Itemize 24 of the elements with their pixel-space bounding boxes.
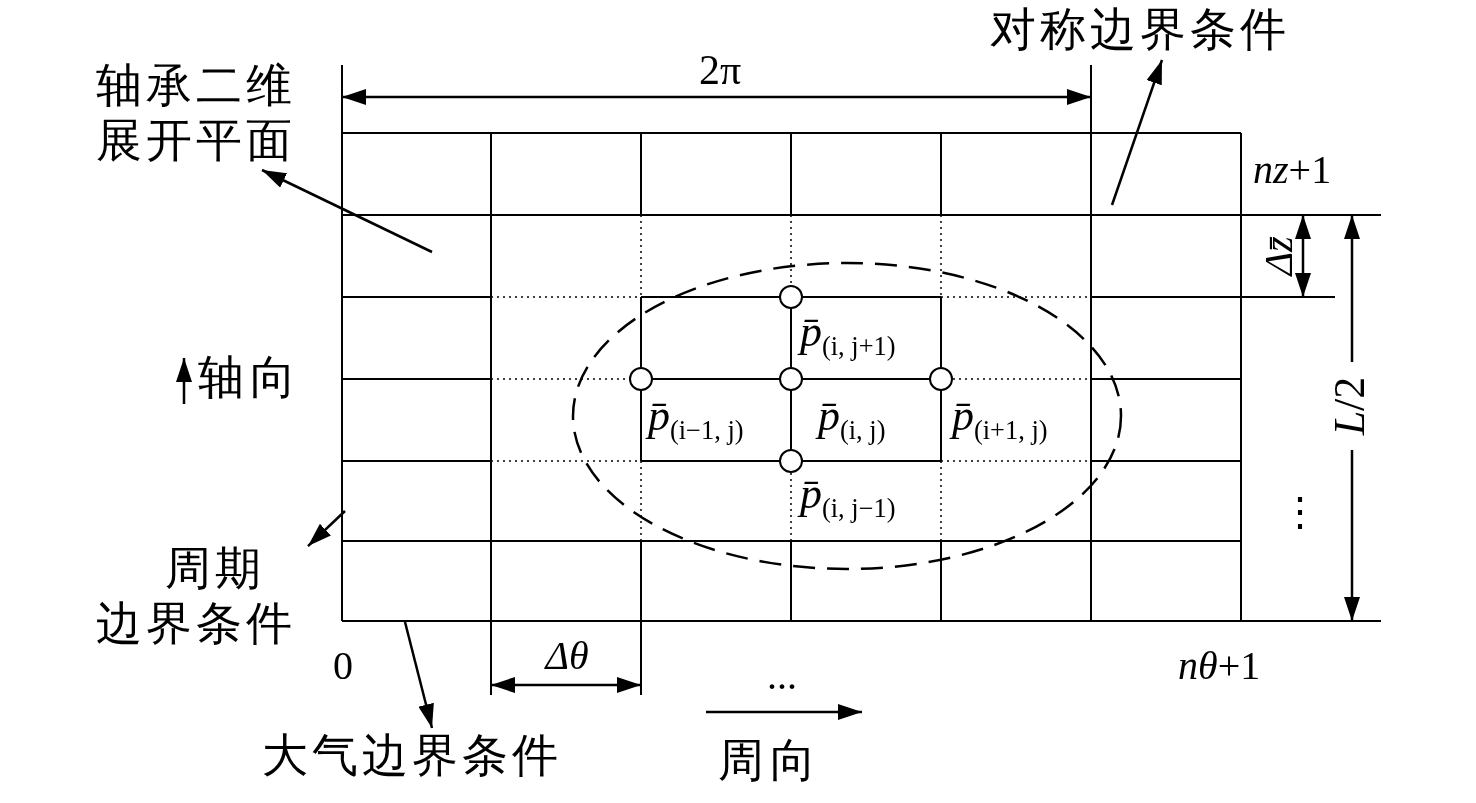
- annotation-text: 大气边界条件: [262, 728, 582, 786]
- leader-arrow: [307, 510, 346, 548]
- annotation-text: 周期边界条件: [96, 541, 308, 655]
- annotation-text: 轴承二维展开平面: [96, 58, 308, 170]
- axis-direction-label: 轴向: [198, 355, 302, 401]
- dimension-label: 2π: [698, 49, 742, 91]
- grid-node-circle: [929, 367, 953, 391]
- leader-arrow: [261, 168, 433, 254]
- leader-arrow: [1110, 59, 1164, 206]
- dimension-label: Δz̄: [1259, 236, 1299, 276]
- grid-node-circle: [629, 367, 653, 391]
- ellipsis-label: ⋮: [1280, 492, 1320, 532]
- dimension-label: L/2: [1328, 376, 1372, 436]
- grid-node-circle: [779, 449, 803, 473]
- grid-node-circle: [779, 285, 803, 309]
- row-count-label: nz+1: [1253, 150, 1332, 190]
- ellipsis-label: ...: [767, 656, 797, 696]
- annotation-text: 对称边界条件: [990, 2, 1310, 60]
- column-count-label: nθ+1: [1178, 646, 1261, 686]
- leader-arrow: [403, 621, 434, 729]
- dimension-label: Δθ: [545, 636, 589, 676]
- origin-label: 0: [333, 646, 353, 686]
- grid-node-circle: [779, 367, 803, 391]
- axis-direction-label: 周向: [718, 738, 822, 784]
